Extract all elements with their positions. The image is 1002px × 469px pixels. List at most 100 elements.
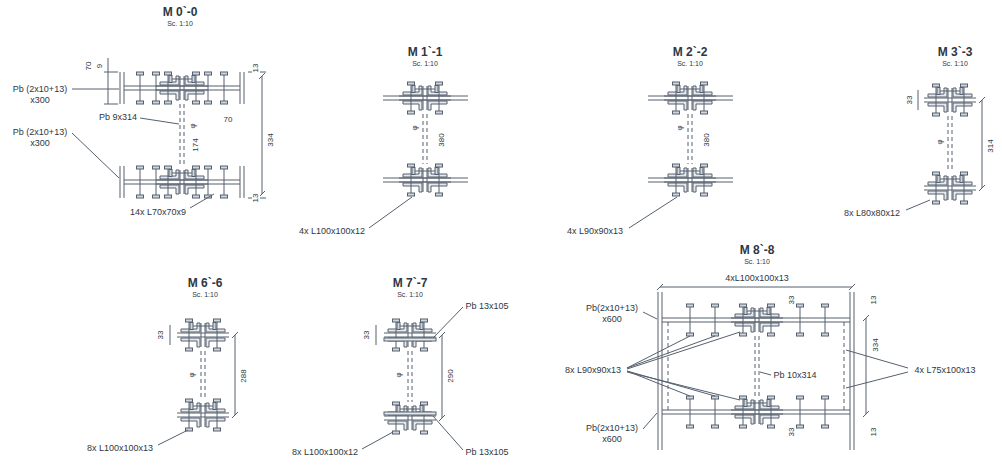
- part-label: Pb (2x10+13): [12, 128, 68, 137]
- section-m8-part: [643, 413, 657, 429]
- scale-note: Sc. 1:10: [676, 60, 704, 67]
- part-label: 4x L100x100x12: [298, 227, 366, 236]
- part-label: x300: [29, 139, 51, 148]
- part-label: Pb 13x105: [464, 448, 509, 457]
- section-m2-part: [688, 114, 689, 164]
- section-m6-part: [235, 335, 236, 415]
- part-label: 8x L100x100x13: [86, 444, 154, 453]
- part-label: 8x L90x90x13: [564, 366, 622, 375]
- section-m0-part: [190, 194, 214, 208]
- section-m6-part: [177, 319, 229, 351]
- section-m1-part: [423, 114, 424, 164]
- section-m7: [362, 307, 463, 450]
- section-m7-part: [384, 412, 436, 415]
- section-m6: [158, 319, 238, 445]
- section-m8-part: [627, 336, 715, 368]
- section-m3-part: [979, 185, 985, 191]
- section-m0-part: [205, 166, 212, 198]
- section-m7-part: [442, 335, 443, 418]
- section-m7-part: [384, 402, 436, 434]
- scale-note: Sc. 1:10: [743, 258, 771, 265]
- section-m3-part: [979, 97, 985, 103]
- section-m8-part: [755, 336, 756, 396]
- dimension-label: 13: [870, 427, 878, 438]
- section-m0-part: [137, 166, 144, 198]
- dimension-label: φ: [189, 122, 197, 129]
- section-m1-part: [399, 82, 451, 114]
- dimension-label: 174: [192, 137, 200, 152]
- dimension-label: 314: [987, 138, 995, 153]
- part-label: 4x L90x90x13: [566, 227, 624, 236]
- section-m7-part: [439, 415, 445, 421]
- section-m1: [369, 82, 468, 228]
- dimension-label: φ: [395, 371, 403, 378]
- section-m8-part: [797, 304, 804, 336]
- section-m0-part: [184, 104, 185, 166]
- scale-note: Sc. 1:10: [411, 60, 439, 67]
- section-m1-part: [369, 197, 412, 228]
- section-m8-part: [668, 322, 669, 410]
- dimension-label: 13: [870, 295, 878, 306]
- section-m8-part: [759, 336, 760, 396]
- part-label: Pb 13x105: [464, 302, 509, 311]
- dimension-label: φ: [936, 138, 944, 145]
- section-m2-part: [664, 82, 716, 114]
- section-m0-part: [72, 133, 119, 178]
- section-m1-part: [399, 164, 451, 196]
- section-m6-part: [177, 399, 229, 431]
- dimension-label: 290: [447, 368, 455, 383]
- section-m0-part: [72, 89, 119, 90]
- part-label: Pb (2x10+13): [12, 85, 68, 94]
- section-m3-part: [906, 200, 930, 210]
- dimension-label: 33: [363, 330, 371, 341]
- section-title: M 7`-7: [392, 277, 429, 289]
- dimension-label: 288: [240, 368, 248, 383]
- section-m8-part: [850, 292, 851, 450]
- section-m0-part: [104, 72, 118, 73]
- section-m6-part: [201, 351, 202, 399]
- section-m0-part: [108, 58, 109, 104]
- section-m8-part: [712, 396, 719, 428]
- section-m0-part: [262, 76, 263, 194]
- section-title: M 6`-6: [187, 277, 224, 289]
- section-m7-part: [433, 307, 463, 338]
- scale-note: Sc. 1:10: [191, 291, 219, 298]
- part-label: Pb(2x10+13): [585, 304, 639, 313]
- section-m8-part: [822, 304, 829, 336]
- section-m6-part: [232, 332, 238, 338]
- section-m8-part: [731, 396, 783, 428]
- section-m0-part: [244, 72, 245, 104]
- section-m6-part: [232, 412, 238, 418]
- steel-sections: [72, 58, 985, 450]
- section-m0-part: [140, 118, 179, 124]
- dimension-label: 13: [252, 193, 260, 204]
- part-label: x600: [601, 435, 623, 444]
- section-m7-part: [384, 338, 436, 341]
- dimension-label: 9: [96, 63, 104, 69]
- part-label: Pb 10x314: [772, 371, 817, 380]
- section-m8-part: [712, 304, 719, 336]
- section-m0-part: [153, 166, 160, 198]
- section-m2: [629, 82, 733, 228]
- section-m3-part: [948, 116, 949, 172]
- dimension-label: 380: [703, 132, 711, 147]
- dimension-label: 33: [157, 330, 165, 341]
- section-m3-part: [982, 100, 983, 188]
- part-label: 4x L75x100x13: [913, 366, 976, 375]
- dimension-label: φ: [676, 124, 684, 131]
- section-m8-part: [849, 284, 855, 290]
- section-m7-part: [384, 319, 436, 351]
- section-m7-part: [433, 416, 463, 450]
- section-title: M 1`-1: [407, 46, 444, 58]
- section-m8-part: [643, 312, 657, 319]
- section-m8-part: [627, 332, 740, 369]
- section-m0-part: [153, 72, 160, 104]
- section-m8-part: [731, 304, 783, 336]
- section-m0-part: [180, 104, 181, 166]
- dimension-label: 334: [872, 337, 880, 352]
- section-m2-part: [629, 197, 677, 228]
- section-m7-part: [362, 432, 393, 449]
- section-m0: [72, 58, 266, 208]
- section-m2-part: [692, 114, 693, 164]
